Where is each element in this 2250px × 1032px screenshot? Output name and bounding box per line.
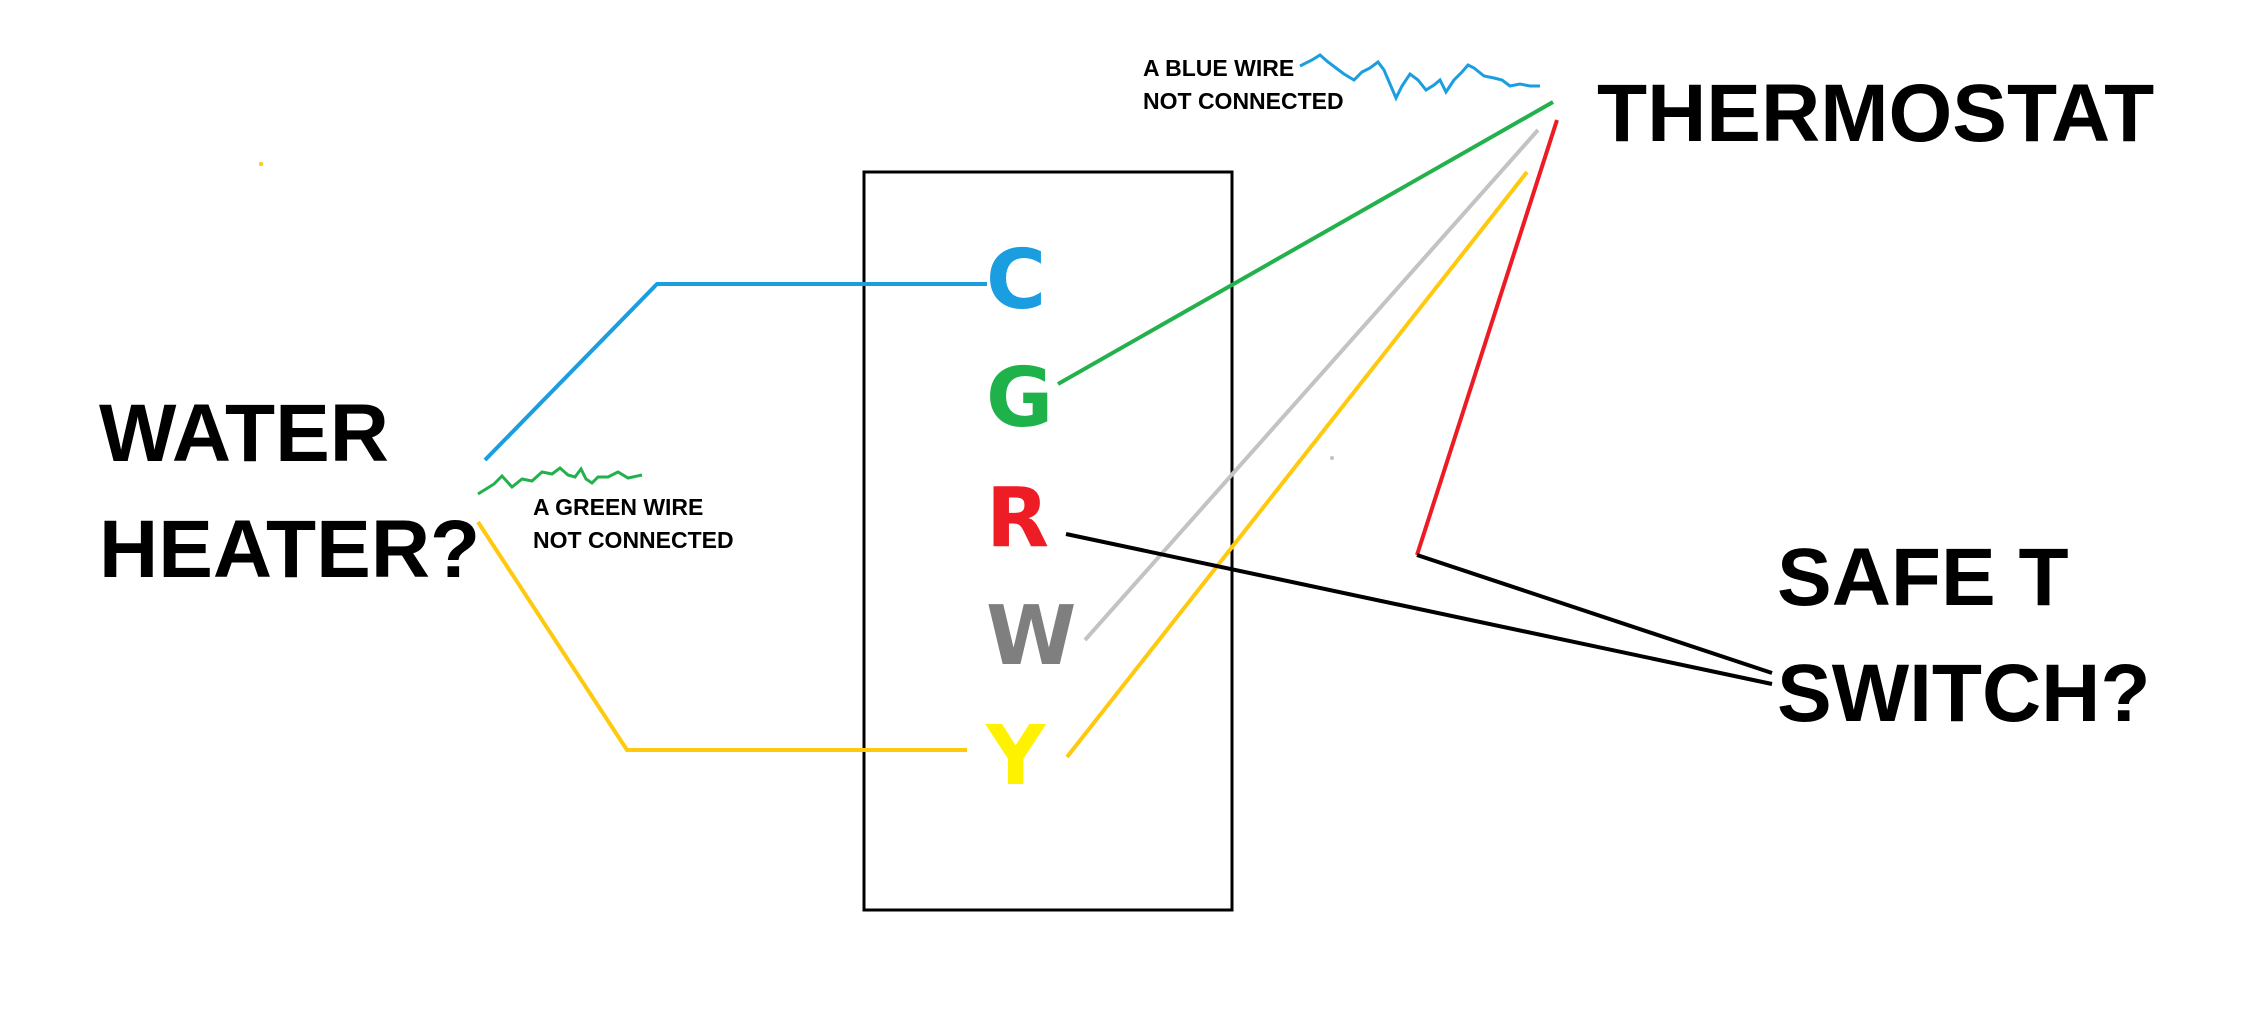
terminal-r: R xyxy=(986,471,1050,566)
thermostat-label: THERMOSTAT xyxy=(1597,68,2155,159)
y-wire-yellow-water-heater xyxy=(476,520,967,752)
water-heater-label-line2: HEATER? xyxy=(99,504,481,595)
r-wire-red xyxy=(1415,119,1559,556)
terminal-c: C xyxy=(986,233,1047,328)
blue-wire-note-line1: A BLUE WIRE xyxy=(1143,55,1295,81)
terminal-w: W xyxy=(986,589,1077,684)
green-wire-not-connected xyxy=(477,466,643,496)
water-heater-label-line1: WATER xyxy=(99,388,390,479)
safe-t-switch-label-line2: SWITCH? xyxy=(1777,648,2151,739)
c-wire-blue xyxy=(483,282,987,462)
stray-dot xyxy=(259,162,263,166)
green-wire-note-line1: A GREEN WIRE xyxy=(533,494,704,520)
terminal-block xyxy=(862,170,1234,912)
terminal-y: Y xyxy=(986,709,1046,804)
stray-dot-gray xyxy=(1330,456,1334,460)
blue-wire-note-line2: NOT CONNECTED xyxy=(1143,88,1344,114)
green-wire-note-line2: NOT CONNECTED xyxy=(533,527,734,553)
terminal-g: G xyxy=(986,351,1054,446)
g-wire-green xyxy=(1057,100,1554,386)
junction-wire-black-to-switch xyxy=(1416,553,1773,675)
r-wire-black-to-switch xyxy=(1065,532,1773,686)
y-wire-yellow-thermostat xyxy=(1065,170,1529,759)
blue-wire-not-connected xyxy=(1299,53,1540,102)
safe-t-switch-label-line1: SAFE T xyxy=(1777,532,2069,623)
